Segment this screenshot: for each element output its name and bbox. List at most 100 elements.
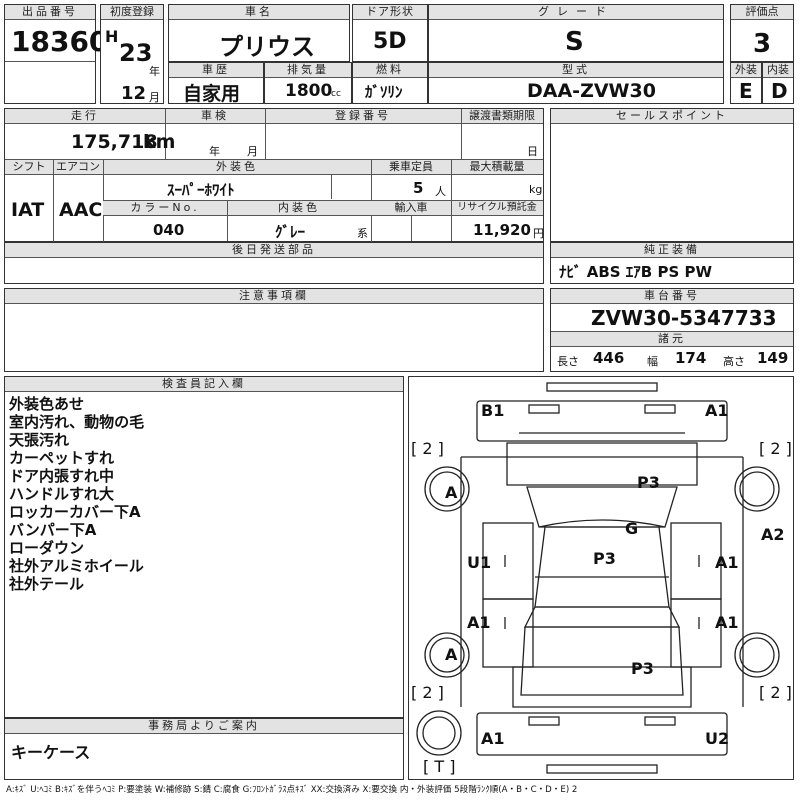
capacity-label: 乗車定員 [371,160,451,175]
mark-a1-right-front: A1 [715,553,739,572]
history-box: 車歴 自家用 [168,62,264,105]
recycle: 11,920 [473,221,531,239]
later-parts-box: 後日発送部品 [4,242,544,284]
width: 174 [675,349,707,367]
mark-p3-roof: P3 [637,473,660,492]
interior-color: ｸﾞﾚｰ [275,223,306,241]
fuel-box: 燃料 ｶﾞｿﾘﾝ [352,62,428,104]
inspection-label: 車検 [165,109,265,124]
color-no: 040 [153,221,185,239]
transfer-day-unit: 日 [527,145,538,158]
mark-a2: A2 [761,525,785,544]
mark-u2: U2 [705,729,730,748]
mileage: 175,718 [71,131,158,153]
interior-label: 内装 [763,63,793,78]
cautions-box: 注意事項欄 [4,288,544,372]
first-reg-box: 初度登録 H 23 年 12 月 [100,4,164,104]
mark-p3-rear: P3 [631,659,654,678]
exterior-box: 外装 E [730,62,762,104]
recycle-unit: 円 [533,227,544,240]
capacity-unit: 人 [435,185,446,198]
color-label: 外装色 [103,160,371,175]
inspection-month-unit: 月 [247,145,258,158]
model: DAA-ZVW30 [527,80,656,102]
import-label: 輸入車 [371,201,451,216]
lot-number: 18360 [11,25,109,58]
score-box: 評価点 3 [730,4,794,62]
car-name-label: 車名 [169,5,349,20]
inspector-note: カーペットすれ [9,449,115,467]
first-reg-year: 23 [119,39,153,67]
fuel: ｶﾞｿﾘﾝ [365,83,403,101]
ac: AAC [59,199,103,221]
chassis-number: ZVW30-5347733 [591,306,777,330]
displacement-unit: cc [331,89,341,99]
mileage-label: 走行 [5,109,165,124]
length: 446 [593,349,625,367]
history-label: 車歴 [169,63,263,78]
dimensions-label: 諸元 [551,331,793,347]
height-label: 高さ [723,355,745,368]
shift: IAT [11,199,45,221]
length-label: 長さ [557,355,579,368]
lot-box: 出品番号 18360 [4,4,108,104]
color-no-label: カラーNo. [103,201,227,216]
transfer-label: 譲渡書類期限 [461,109,543,124]
door-label: ドア形状 [353,5,427,20]
inspector-note: 社外テール [9,575,85,593]
mark-a1-top: A1 [705,401,729,420]
inspector-note: ドア内張すれ中 [9,467,115,485]
mark-wheel-rl: A [445,645,458,664]
displacement-box: 排気量 1800 cc [264,62,352,104]
inspector-note: バンパー下A [9,521,97,539]
mark-wheel-fl: A [445,483,458,502]
inspector-note: ローダウン [9,539,85,557]
mark-tire-fr: [ 2 ] [759,439,792,458]
mark-tire-rl: [ 2 ] [411,683,444,702]
grade-box: グレード S [428,4,724,62]
exterior-label: 外装 [731,63,761,78]
mark-a1-right-rear: A1 [715,613,739,632]
height: 149 [757,349,789,367]
mark-g: G [625,519,639,538]
mark-u1: U1 [467,553,492,572]
load-label: 最大積載量 [451,160,543,175]
lot-label: 出品番号 [5,5,95,20]
first-reg-label: 初度登録 [101,5,163,20]
width-label: 幅 [647,355,658,368]
first-reg-month: 12 [121,83,147,104]
interior-color-label: 内装色 [227,201,371,216]
mileage-unit: km [143,131,176,153]
displacement-label: 排気量 [265,63,351,78]
interior-color-suffix: 系 [357,227,368,240]
cautions-label: 注意事項欄 [5,289,543,304]
sales-points-label: セールスポイント [551,109,793,124]
mark-p3-center: P3 [593,549,616,568]
damage-diagram: B1 A1 [ 2 ] [ 2 ] A P3 G A2 U1 P3 A1 A1 … [408,376,794,780]
equipment-box: 純正装備 ﾅﾋﾞ ABS ｴｱB PS PW [550,242,794,284]
grade-label: グレード [429,5,723,20]
mark-tire-fl: [ 2 ] [411,439,444,458]
recycle-label: リサイクル預託金 [451,201,543,216]
office-box: 事務局よりご案内 キーケース [4,718,404,780]
year-unit: 年 [149,65,160,78]
mark-tire-rr: [ 2 ] [759,683,792,702]
score: 3 [753,29,772,59]
car-name-box: 車名 プリウス [168,4,350,62]
chassis-box: 車台番号 ZVW30-5347733 諸元 長さ 446 幅 174 高さ 14… [550,288,794,372]
details-block: 走行 車検 登録番号 譲渡書類期限 175,718 km 年 月 日 シフト エ… [4,108,544,242]
load-unit: kg [529,183,543,196]
score-label: 評価点 [731,5,793,20]
car-outline [416,382,780,774]
door: 5D [373,29,407,54]
car-name: プリウス [219,33,315,61]
inspector-note: 室内汚れ、動物の毛 [9,413,145,431]
inspector-label: 検査員記入欄 [5,377,403,392]
grade: S [565,27,584,57]
inspector-box: 検査員記入欄 外装色あせ 室内汚れ、動物の毛 天張汚れ カーペットすれ ドア内張… [4,376,404,718]
legend: A:ｷｽﾞ U:ﾍｺﾐ B:ｷｽﾞを伴うﾍｺﾐ P:要塗装 W:補修跡 S:錆 … [6,785,578,795]
fuel-label: 燃料 [353,63,427,78]
exterior-grade: E [739,79,753,103]
model-box: 型式 DAA-ZVW30 [428,62,724,104]
inspection-year-unit: 年 [209,145,220,158]
